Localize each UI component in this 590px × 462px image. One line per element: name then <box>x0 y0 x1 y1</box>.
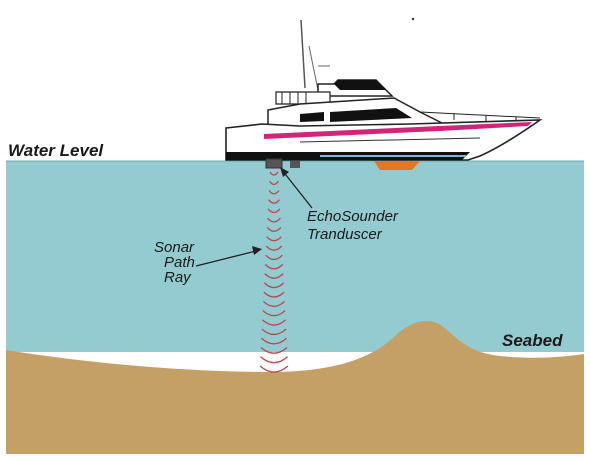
sonar-arc <box>259 365 289 373</box>
sonar-path-ray-label-line-3: Ray <box>164 269 192 286</box>
sonar-arc <box>268 199 280 204</box>
sonar-path-ray-label-line-2: Path <box>164 254 195 271</box>
sonar-arc <box>264 263 284 270</box>
sonar-arc <box>260 356 288 364</box>
sonar-arc <box>267 217 281 223</box>
sonar-arc <box>265 254 283 261</box>
sonar-arc <box>263 282 285 289</box>
sonar-path-ray-label-line-1: Sonar <box>154 239 195 256</box>
sonar-path-pointer-arrow <box>195 246 262 267</box>
water-body <box>6 161 584 352</box>
sonar-arc <box>265 245 283 251</box>
transducer-pointer-arrow <box>280 167 313 209</box>
sonar-arc <box>262 300 286 307</box>
sonar-arc <box>260 337 288 345</box>
seabed-label: Seabed <box>502 331 563 350</box>
sonar-arc <box>268 190 280 195</box>
echosounder-label-line-1: EchoSounder <box>307 208 399 225</box>
sonar-arc <box>263 291 285 298</box>
transducer-block-icon <box>265 158 283 169</box>
sonar-arc <box>262 310 286 317</box>
seabed-ground <box>6 321 584 454</box>
sonar-arc <box>261 328 287 336</box>
sonar-path-ray <box>259 171 289 373</box>
motor-yacht-icon <box>225 17 543 170</box>
sonar-arc <box>264 273 284 279</box>
sonar-arc <box>267 208 281 214</box>
water-level-label: Water Level <box>8 141 104 160</box>
sonar-arc <box>266 226 282 232</box>
sonar-arc <box>261 319 287 326</box>
sonar-arc <box>268 180 280 186</box>
echosounder-label-line-2: Tranduscer <box>307 226 383 243</box>
sonar-arc <box>260 347 288 354</box>
sonar-arc <box>269 171 279 176</box>
sonar-arc <box>266 236 282 242</box>
